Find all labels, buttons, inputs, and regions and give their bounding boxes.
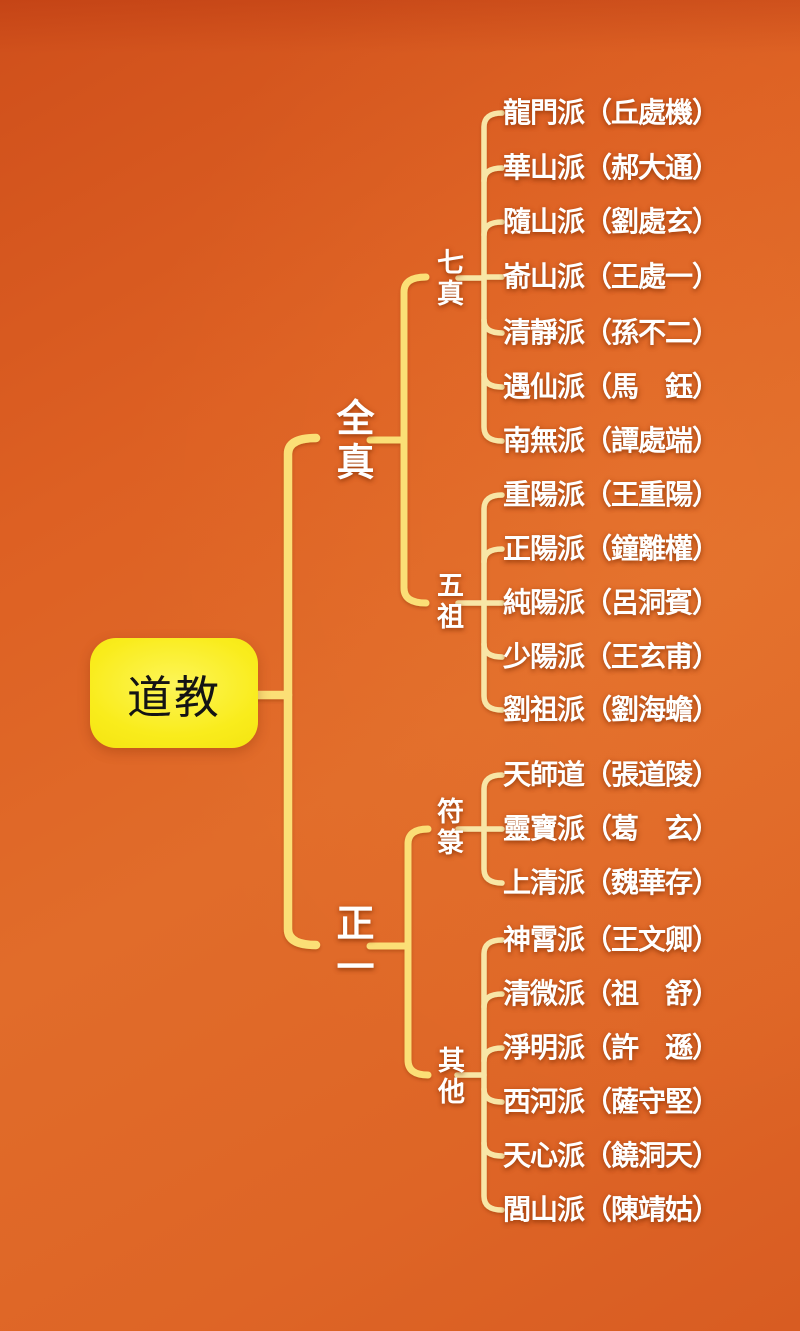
group-label-wuzu: 五祖 [433,571,463,633]
leaf-node: 天師道（張道陵） [503,759,720,790]
leaf-node: 清微派（祖 舒） [503,978,720,1009]
root-label: 道教 [126,671,221,723]
leaf-node: 正陽派（鐘離權） [503,533,720,564]
leaf-node: 西河派（薩守堅） [503,1086,720,1117]
connector-zhengyi-bracket [366,825,432,1079]
leaf-node: 純陽派（呂洞賓） [503,587,720,618]
leaf-node: 清靜派（孫不二） [503,317,720,348]
connector-wuzu-leaves [455,492,505,713]
group-label-fulu: 符箓 [433,797,463,859]
connector-qita-leaves [454,937,505,1213]
leaf-node: 龍門派（丘處機） [503,97,720,128]
leaf-node: 劉祖派（劉海蟾） [503,694,720,725]
leaf-node: 神霄派（王文卿） [503,924,720,955]
leaf-node: 上清派（魏華存） [503,867,720,898]
connector-qizhen-leaves [455,110,505,444]
leaf-node: 南無派（譚處端） [503,425,720,456]
branch-label-zhengyi: 正一 [330,903,372,991]
leaf-node: 靈寶派（葛 玄） [503,813,720,844]
branch-label-quanzhen: 全真 [330,398,372,486]
connector-quanzhen-bracket [366,273,430,607]
connector-fulu-leaves [455,772,505,886]
leaf-node: 少陽派（王玄甫） [503,641,720,672]
leaf-node: 淨明派（許 遜） [503,1032,720,1063]
leaf-node: 隨山派（劉處玄） [503,206,720,237]
group-label-qita: 其他 [434,1046,464,1108]
leaf-node: 遇仙派（馬 鈺） [503,371,720,402]
leaf-node: 華山派（郝大通） [503,152,720,183]
leaf-node: 重陽派（王重陽） [503,479,720,510]
group-label-qizhen: 七真 [433,248,463,310]
leaf-node: 天心派（饒洞天） [503,1140,720,1171]
leaf-node: 嵛山派（王處一） [503,261,720,292]
root-node-daojiao: 道教 [90,638,258,748]
leaf-node: 閭山派（陳靖姑） [503,1194,720,1225]
connector-root-bracket [251,433,321,950]
